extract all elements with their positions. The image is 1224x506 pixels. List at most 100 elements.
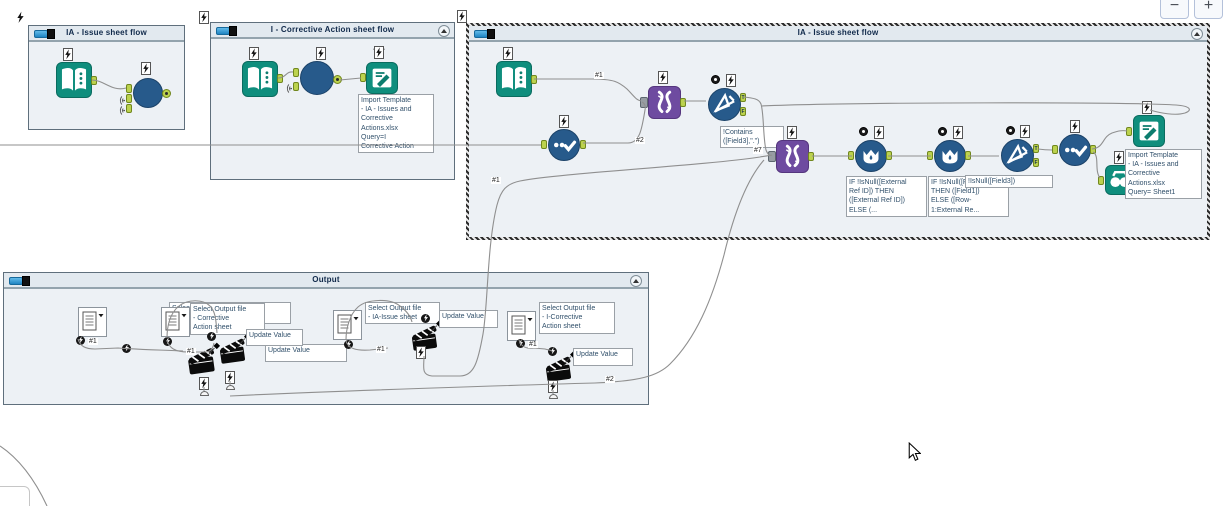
connection-input-to-union1[interactable] (534, 78, 642, 102)
connection-filebrowse-to-action[interactable] (518, 339, 553, 352)
connection-top-branch[interactable] (760, 102, 1190, 115)
formula-tool[interactable] (934, 140, 966, 172)
filter-tool[interactable] (1001, 139, 1034, 172)
connection-offscreen-bottom[interactable] (0, 445, 48, 506)
container-header[interactable]: IA - Issue sheet flow (469, 26, 1207, 42)
macro-tool[interactable] (300, 61, 334, 95)
connection-filebrowse-to-action-arc[interactable] (345, 299, 413, 341)
connection-filebrowse-to-action[interactable] (166, 339, 215, 353)
status-icon (1006, 126, 1015, 135)
lightning-icon (141, 62, 151, 75)
false-output-anchor[interactable]: F (740, 107, 746, 116)
filter-tool[interactable] (708, 88, 741, 121)
input-anchor[interactable] (1052, 145, 1058, 154)
container-ia-issue-sheet-flow-small[interactable]: IA - Issue sheet flow (28, 25, 185, 130)
container-header[interactable]: Output (4, 273, 648, 289)
input-anchor[interactable] (126, 84, 132, 93)
lightning-icon (374, 46, 384, 59)
container-ia-issue-sheet-flow-large[interactable]: IA - Issue sheet flow (466, 23, 1210, 240)
connection-filebrowse-to-action[interactable] (345, 340, 389, 351)
output-template-tool[interactable] (366, 62, 398, 94)
connection-unique2-to-output[interactable] (1091, 130, 1128, 150)
container-toggle[interactable] (9, 276, 31, 286)
connection-label: #1 (528, 341, 538, 348)
connection-filter1-to-union2[interactable] (742, 96, 773, 156)
lightning-icon (199, 11, 209, 24)
input-anchor[interactable] (293, 68, 299, 77)
lightning-icon (503, 47, 513, 60)
lightning-icon (953, 126, 963, 139)
input-anchor[interactable] (768, 151, 776, 162)
connection-macro-to-output[interactable] (339, 77, 362, 81)
container-title: Output (312, 275, 340, 284)
connection-input-to-macro[interactable] (91, 79, 127, 90)
connection-output-branch-long[interactable] (229, 159, 765, 397)
input-anchor[interactable] (541, 140, 547, 149)
input-anchor[interactable] (1126, 127, 1132, 136)
tool-annotation: IF !IsNull([External Ref ID]) THEN ([Ext… (846, 176, 927, 217)
mouse-cursor (908, 442, 921, 467)
container-title: IA - Issue sheet flow (66, 28, 147, 37)
connection-filebrowse-to-action-arc[interactable] (166, 300, 218, 339)
input-anchor[interactable] (293, 82, 299, 91)
output-template-tool[interactable] (1133, 115, 1165, 147)
unique-tool[interactable] (1059, 134, 1091, 166)
lightning-icon (63, 48, 73, 61)
collapse-button[interactable] (438, 25, 450, 37)
output-anchor[interactable] (162, 89, 171, 98)
container-toggle[interactable] (474, 29, 496, 39)
connection-filebrowse-to-action[interactable] (77, 338, 184, 352)
input-anchor[interactable] (640, 97, 648, 108)
tool-annotation: Import Template - IA - Issues and Correc… (1125, 149, 1202, 200)
file-browse-tool[interactable] (507, 311, 536, 341)
container-toggle[interactable] (34, 29, 56, 39)
connection-label: #1 (594, 72, 604, 79)
toggle-knob (487, 29, 495, 39)
zoom-out-button[interactable]: − (1160, 0, 1189, 19)
connection-input-to-macro[interactable] (277, 71, 294, 79)
lightning-icon (416, 346, 426, 359)
container-toggle[interactable] (216, 26, 238, 36)
output-anchor[interactable] (680, 98, 686, 107)
input-anchor[interactable] (126, 94, 132, 103)
container-header[interactable]: IA - Issue sheet flow (29, 26, 184, 42)
collapse-button[interactable] (630, 275, 642, 287)
file-browse-tool[interactable] (78, 307, 107, 337)
connection-unique-to-union1[interactable] (583, 101, 646, 144)
true-output-anchor[interactable]: T (1033, 144, 1039, 153)
container-output[interactable]: Output (3, 272, 649, 405)
connection-label: #1 (491, 177, 501, 184)
input-data-tool[interactable] (242, 61, 278, 97)
toggle-knob (229, 26, 237, 36)
toggle-knob (47, 29, 55, 39)
macro-tool[interactable] (133, 78, 163, 108)
input-anchor[interactable] (126, 104, 132, 113)
connection-label: #1 (88, 338, 98, 345)
output-anchor[interactable] (1090, 145, 1096, 154)
lightning-anchor-icon (76, 336, 85, 345)
unique-tool[interactable] (548, 129, 580, 161)
collapse-button[interactable] (1191, 28, 1203, 40)
connection-filter2-to-unique2[interactable] (1037, 148, 1053, 151)
union-tool[interactable] (648, 86, 681, 119)
tool-annotation: Update Value (265, 344, 347, 362)
false-output-anchor[interactable]: F (1033, 158, 1039, 167)
union-tool[interactable] (776, 140, 809, 173)
formula-tool[interactable] (855, 140, 887, 172)
tool-annotation: Select Output file - Corrective Action s… (190, 303, 265, 335)
connection-unique2-to-browse[interactable] (1092, 151, 1101, 179)
output-anchor[interactable] (277, 74, 283, 83)
tool-annotation: !IsNull([Field3]) (965, 175, 1053, 189)
input-data-tool[interactable] (496, 61, 532, 97)
input-data-tool[interactable] (56, 62, 92, 98)
lightning-icon (787, 126, 797, 139)
file-browse-tool[interactable] (161, 307, 190, 337)
output-anchor[interactable] (580, 140, 586, 149)
connection-action-to-union2-long[interactable] (423, 154, 771, 377)
lightning-icon (874, 126, 884, 139)
input-anchor[interactable] (1098, 176, 1104, 185)
zoom-in-button[interactable]: + (1194, 0, 1223, 19)
container-header[interactable]: I - Corrective Action sheet flow (211, 23, 454, 39)
